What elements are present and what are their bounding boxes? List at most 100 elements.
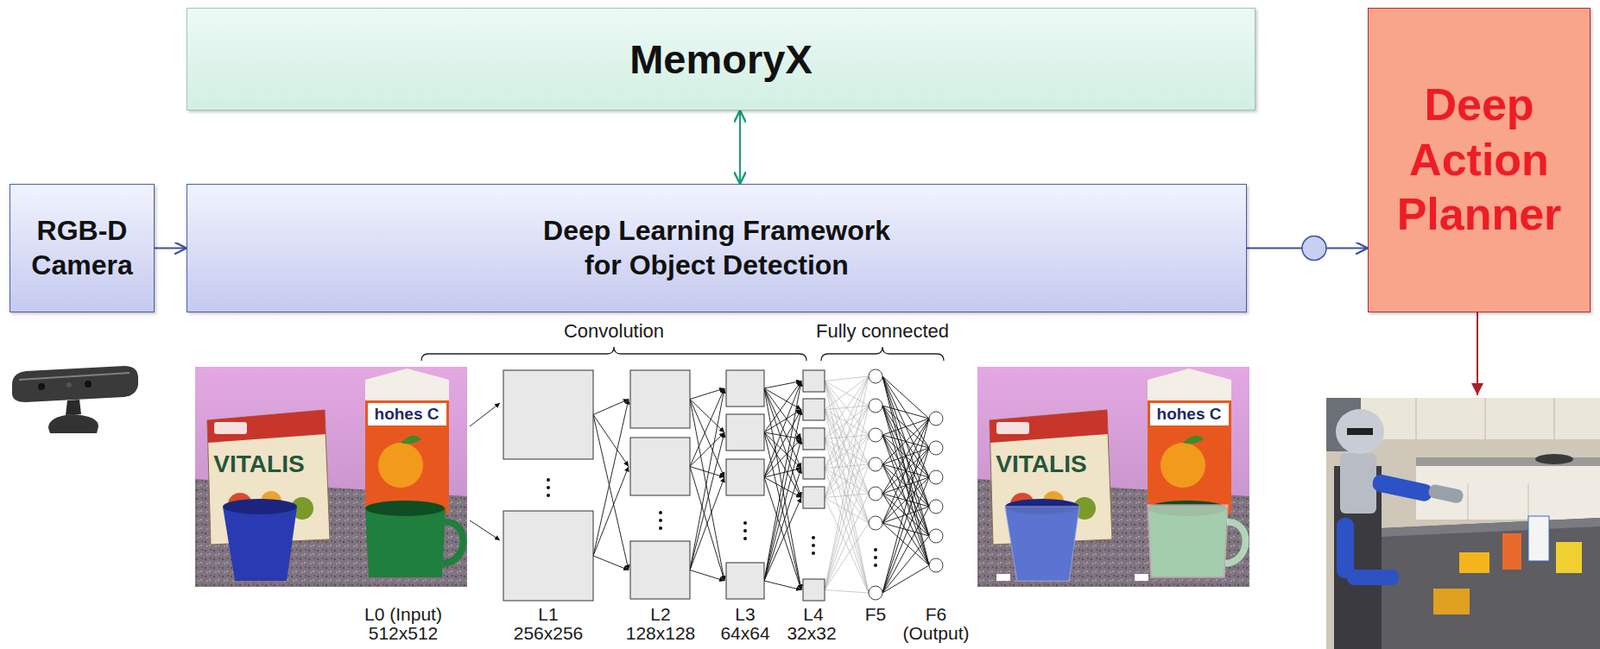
network-link	[824, 464, 869, 591]
neuron	[929, 470, 943, 485]
network-link	[882, 506, 930, 594]
brand-text: hohes C	[374, 405, 440, 424]
network-link	[764, 381, 802, 434]
ellipsis-dot	[658, 518, 663, 523]
feature-map	[803, 579, 825, 601]
ellipsis-dot	[811, 536, 816, 540]
network-illustration	[469, 369, 943, 601]
feature-map	[630, 437, 690, 496]
layer-size: 128x128	[626, 624, 696, 645]
network-link	[469, 520, 500, 541]
neuron	[868, 586, 883, 601]
neuron	[929, 499, 943, 514]
neuron	[868, 457, 883, 472]
network-link	[882, 464, 930, 537]
neuron	[929, 529, 943, 544]
layer-size: 64x64	[720, 624, 770, 645]
network-link	[689, 467, 725, 479]
network-link	[882, 418, 930, 436]
network-link	[882, 376, 930, 478]
feature-map	[803, 398, 825, 421]
network-link	[882, 418, 930, 465]
network-link	[593, 467, 629, 557]
network-link	[593, 399, 629, 416]
sensor-box: RGB-D Camera	[9, 183, 155, 313]
network-link	[882, 418, 930, 594]
ellipsis-dot	[873, 548, 878, 552]
network-link	[824, 376, 869, 469]
network-link	[764, 439, 802, 582]
feature-map	[803, 457, 825, 480]
robot-photo	[1326, 398, 1600, 649]
feature-map	[803, 370, 825, 393]
network-link	[824, 498, 869, 525]
kinect-icon	[12, 366, 139, 434]
neuron	[929, 441, 943, 456]
network-link	[593, 556, 629, 571]
feature-map	[503, 511, 594, 601]
network-link	[764, 388, 802, 591]
network-link	[824, 376, 869, 499]
network-link	[689, 477, 725, 571]
network-link	[882, 405, 930, 566]
network-link	[689, 432, 725, 571]
detector-box: Deep Learning Framework for Object Detec…	[186, 183, 1247, 313]
input-photo	[195, 366, 468, 588]
feature-map	[803, 428, 825, 450]
ellipsis-dot	[743, 537, 747, 541]
output-arrow	[1476, 312, 1479, 396]
layer-label: L4	[803, 605, 823, 626]
flow-arrow	[739, 110, 741, 184]
junction-dot	[1302, 236, 1327, 261]
bracket	[821, 347, 944, 361]
network-link	[824, 435, 869, 591]
ellipsis-dot	[546, 486, 551, 490]
network-link	[689, 467, 725, 582]
feature-map	[726, 370, 765, 407]
flow-arrow	[154, 247, 187, 250]
planner-box: Deep Action Planner	[1367, 7, 1591, 313]
node-text: RGB-D Camera	[17, 214, 147, 282]
node-text: Deep Action Planner	[1375, 77, 1583, 242]
ellipsis-dot	[546, 478, 551, 482]
network-link	[764, 439, 802, 479]
network-link	[593, 415, 629, 571]
network-link	[824, 468, 869, 595]
network-link	[824, 376, 869, 591]
network-link	[882, 565, 930, 594]
neuron	[929, 411, 943, 426]
network-link	[824, 410, 869, 525]
network-link	[882, 418, 930, 494]
ellipsis-dot	[873, 556, 878, 560]
network-link	[882, 448, 930, 524]
feature-map	[803, 486, 825, 509]
bracket	[421, 347, 807, 361]
layer-label: L0 (Input)	[364, 605, 443, 626]
ellipsis-dot	[873, 563, 878, 568]
network-link	[593, 399, 629, 557]
network-link	[824, 590, 869, 595]
network-link	[689, 388, 725, 468]
network-link	[689, 432, 725, 468]
network-link	[882, 376, 930, 507]
network-link	[882, 448, 930, 594]
network-link	[689, 570, 725, 582]
network-link	[764, 410, 802, 582]
ellipsis-dot	[811, 543, 816, 548]
feature-map	[630, 370, 690, 429]
network-link	[882, 536, 930, 594]
layer-size: 512x512	[368, 624, 439, 645]
network-link	[824, 523, 869, 591]
layer-size: 32x32	[786, 624, 836, 645]
network-link	[764, 410, 802, 479]
layer-label: F6	[925, 605, 948, 626]
network-link	[469, 403, 500, 427]
ellipsis-dot	[743, 521, 747, 525]
layer-label: L3	[734, 605, 755, 626]
feature-map	[726, 459, 765, 496]
network-link	[882, 477, 930, 524]
feature-map	[726, 414, 765, 451]
neuron	[929, 558, 943, 573]
network-link	[824, 439, 869, 595]
node-text: Deep Learning Framework for Object Detec…	[533, 214, 901, 282]
